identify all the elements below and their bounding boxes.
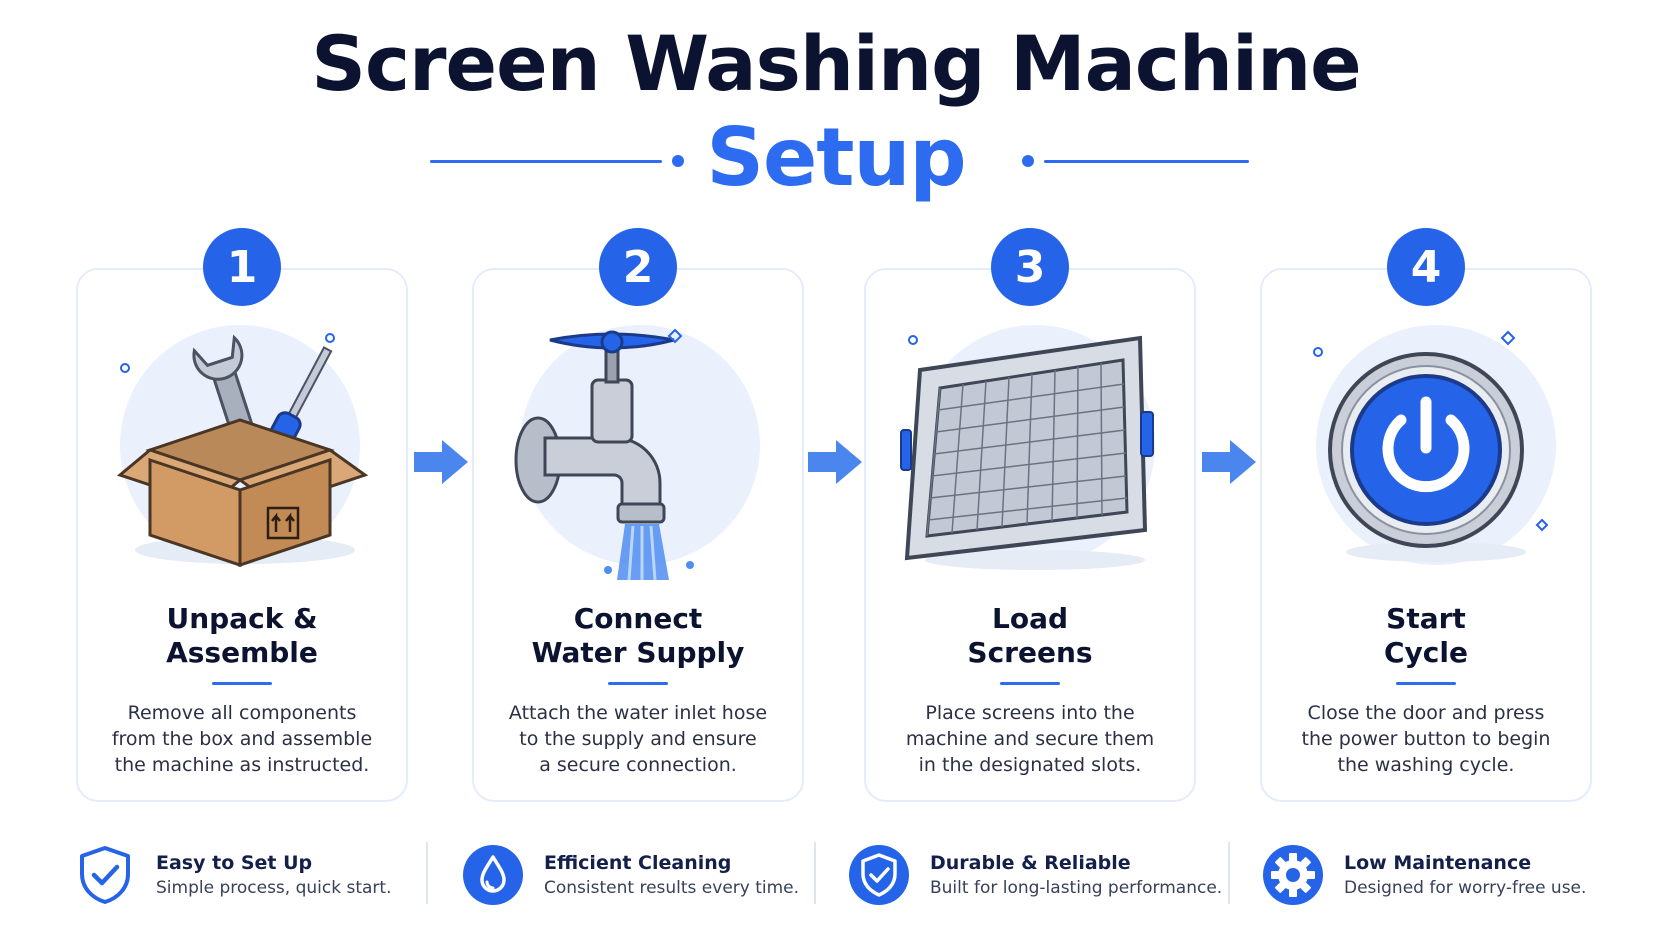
step-number-4: 4 bbox=[1387, 228, 1465, 306]
feature-efficient-cleaning: Efficient Cleaning Consistent results ev… bbox=[462, 840, 799, 910]
power-button-icon bbox=[1296, 320, 1556, 580]
feature-durable-reliable: Durable & Reliable Built for long-lastin… bbox=[848, 840, 1222, 910]
feature-title: Durable & Reliable bbox=[930, 852, 1131, 874]
step-number-1: 1 bbox=[203, 228, 281, 306]
step-desc-4: Close the door and press the power butto… bbox=[1301, 702, 1551, 776]
water-drop-icon bbox=[463, 845, 523, 905]
step-title-4: Start Cycle bbox=[1384, 602, 1468, 669]
step-desc-2: Attach the water inlet hose to the suppl… bbox=[508, 702, 768, 776]
subtitle-dot-right bbox=[1022, 155, 1034, 167]
shield-check-icon bbox=[80, 846, 130, 904]
step-underline-1 bbox=[212, 682, 272, 685]
step-underline-4 bbox=[1396, 682, 1456, 685]
gear-icon bbox=[1263, 845, 1323, 905]
step-number-2: 2 bbox=[599, 228, 677, 306]
step-underline-3 bbox=[1000, 682, 1060, 685]
arrow-right-icon bbox=[414, 440, 468, 484]
step-desc-3: Place screens into the machine and secur… bbox=[905, 702, 1155, 776]
step-title-3: Load Screens bbox=[967, 602, 1093, 669]
feature-subtitle: Built for long-lasting performance. bbox=[930, 878, 1223, 898]
page-subtitle: Setup bbox=[706, 111, 966, 204]
feature-divider bbox=[426, 842, 428, 904]
shield-check-filled-icon bbox=[849, 845, 909, 905]
step-underline-2 bbox=[608, 682, 668, 685]
feature-divider bbox=[1228, 842, 1230, 904]
feature-divider bbox=[814, 842, 816, 904]
step-title-1: Unpack & Assemble bbox=[166, 602, 318, 669]
subtitle-dot-left bbox=[672, 155, 684, 167]
feature-easy-setup: Easy to Set Up Simple process, quick sta… bbox=[74, 840, 391, 910]
feature-subtitle: Designed for worry-free use. bbox=[1344, 878, 1587, 898]
step-number-3: 3 bbox=[991, 228, 1069, 306]
feature-title: Efficient Cleaning bbox=[544, 852, 732, 874]
subtitle-row: Setup bbox=[0, 110, 1672, 210]
step-desc-1: Remove all components from the box and a… bbox=[111, 702, 373, 776]
step-title-2: Connect Water Supply bbox=[531, 602, 745, 669]
open-box-tools-icon bbox=[100, 320, 369, 580]
feature-low-maintenance: Low Maintenance Designed for worry-free … bbox=[1262, 840, 1586, 910]
feature-subtitle: Simple process, quick start. bbox=[156, 878, 392, 898]
feature-title: Low Maintenance bbox=[1344, 852, 1532, 874]
feature-subtitle: Consistent results every time. bbox=[544, 878, 800, 898]
feature-title: Easy to Set Up bbox=[156, 852, 313, 874]
subtitle-rule-right bbox=[1044, 160, 1249, 163]
arrow-right-icon bbox=[808, 440, 862, 484]
page-title: Screen Washing Machine bbox=[311, 19, 1361, 108]
screen-frame-icon bbox=[895, 320, 1155, 580]
water-faucet-icon bbox=[500, 320, 760, 580]
arrow-right-icon bbox=[1202, 440, 1256, 484]
subtitle-rule-left bbox=[430, 160, 662, 163]
